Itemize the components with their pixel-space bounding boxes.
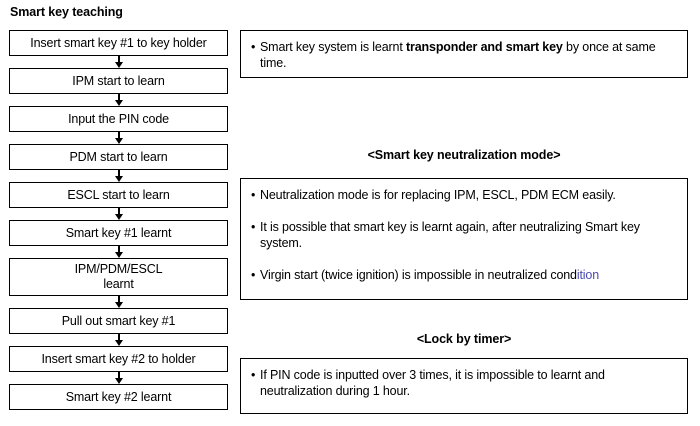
arrow-shaft (117, 296, 120, 303)
bullet-text-segment-tinted: ition (576, 268, 600, 282)
arrow-shaft (117, 132, 120, 139)
flow-node: Smart key #1 learnt (9, 220, 228, 246)
bullet-icon: • (251, 368, 256, 382)
down-arrow-icon (9, 334, 228, 346)
arrow-head (114, 100, 123, 106)
down-arrow-icon (9, 296, 228, 308)
bullet-icon: • (251, 268, 256, 282)
flow-node-label: ESCL start to learn (67, 187, 170, 202)
flow-node-label: PDM start to learn (69, 149, 168, 164)
down-arrow-icon (9, 246, 228, 258)
down-arrow-icon (9, 132, 228, 144)
flow-node: Pull out smart key #1 (9, 308, 228, 334)
arrow-head (114, 378, 123, 384)
arrow-shaft (117, 372, 120, 379)
note-panel-lock-by-timer: • If PIN code is inputted over 3 times, … (240, 358, 688, 414)
arrow-shaft (117, 94, 120, 101)
bullet-item: • It is possible that smart key is learn… (251, 219, 677, 251)
bullet-text: If PIN code is inputted over 3 times, it… (260, 368, 605, 398)
flow-node: IPM start to learn (9, 68, 228, 94)
flow-node-label: Smart key #2 learnt (65, 389, 172, 404)
bullet-item: • If PIN code is inputted over 3 times, … (251, 367, 677, 399)
arrow-head (114, 62, 123, 68)
flow-node-label: Smart key #1 learnt (65, 225, 172, 240)
flow-node: IPM/PDM/ESCL learnt (9, 258, 228, 296)
flow-node-label: Input the PIN code (68, 111, 169, 126)
arrow-head (114, 302, 123, 308)
bullet-item: • Neutralization mode is for replacing I… (251, 187, 677, 203)
flow-node: Input the PIN code (9, 106, 228, 132)
bullet-icon: • (251, 188, 256, 202)
arrow-head (114, 214, 123, 220)
down-arrow-icon (9, 208, 228, 220)
down-arrow-icon (9, 372, 228, 384)
arrow-shaft (117, 334, 120, 341)
bullet-item: • Virgin start (twice ignition) is impos… (251, 267, 677, 283)
bullet-item: • Smart key system is learnt transponder… (251, 39, 677, 71)
arrow-head (114, 138, 123, 144)
bullet-text: Neutralization mode is for replacing IPM… (260, 188, 616, 202)
bullet-text-segment: Smart key system is learnt (260, 40, 406, 54)
flow-node: ESCL start to learn (9, 182, 228, 208)
flow-node-label: Insert smart key #1 to key holder (30, 35, 207, 50)
arrow-shaft (117, 56, 120, 63)
arrow-head (114, 340, 123, 346)
flow-node-label: Insert smart key #2 to holder (41, 351, 196, 366)
down-arrow-icon (9, 94, 228, 106)
bullet-text-emphasis: transponder and smart key (406, 40, 563, 54)
arrow-head (114, 176, 123, 182)
arrow-head (114, 252, 123, 258)
bullet-text: Smart key system is learnt transponder a… (260, 39, 677, 71)
flow-node: Insert smart key #1 to key holder (9, 30, 228, 56)
flow-node: Insert smart key #2 to holder (9, 346, 228, 372)
bullet-icon: • (251, 40, 256, 54)
down-arrow-icon (9, 170, 228, 182)
arrow-shaft (117, 170, 120, 177)
section-heading-lock-by-timer: <Lock by timer> (416, 332, 512, 346)
flowchart: Insert smart key #1 to key holder IPM st… (9, 30, 228, 410)
bullet-text: It is possible that smart key is learnt … (260, 220, 640, 250)
bullet-text: Virgin start (twice ignition) is impossi… (260, 267, 677, 283)
arrow-shaft (117, 208, 120, 215)
flow-node-label: Pull out smart key #1 (61, 313, 176, 328)
note-panel-smart-key-teaching: • Smart key system is learnt transponder… (240, 30, 688, 78)
arrow-shaft (117, 246, 120, 253)
section-heading-neutralization: <Smart key neutralization mode> (367, 148, 561, 162)
flow-node-label: IPM/PDM/ESCL learnt (74, 262, 163, 291)
bullet-text-segment: by once at same time. (260, 40, 656, 70)
bullet-text-segment: Virgin start (twice ignition) is impossi… (260, 268, 577, 282)
flow-node: Smart key #2 learnt (9, 384, 228, 410)
down-arrow-icon (9, 56, 228, 68)
page-title: Smart key teaching (10, 5, 123, 19)
flow-node-label: IPM start to learn (72, 73, 165, 88)
flow-node: PDM start to learn (9, 144, 228, 170)
note-panel-neutralization: • Neutralization mode is for replacing I… (240, 178, 688, 300)
bullet-icon: • (251, 220, 256, 234)
